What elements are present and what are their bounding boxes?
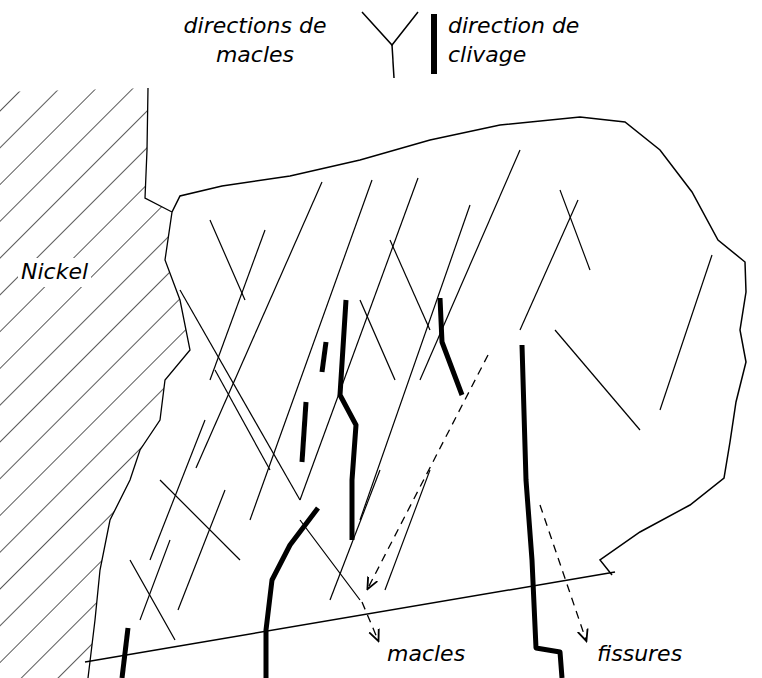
callout-label: fissures: [594, 640, 685, 669]
callout-label: macles: [384, 640, 468, 669]
legend-text: direction de clivage: [448, 12, 628, 69]
legend-text: directions de macles: [160, 12, 350, 69]
material-label: Nickel: [18, 258, 91, 287]
